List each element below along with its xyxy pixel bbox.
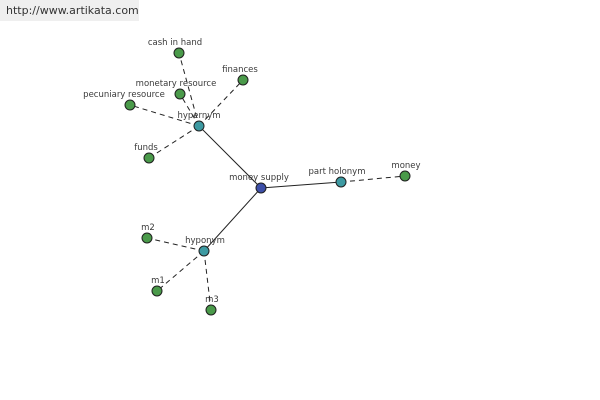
- site-url-link[interactable]: http://www.artikata.com: [6, 4, 139, 17]
- node-label-monetary-resource: monetary resource: [136, 79, 217, 89]
- node-label-m2: m2: [141, 223, 155, 233]
- labels-layer: money supply hypernym hyponym part holonym c…: [83, 38, 420, 305]
- edge-part-holonym-to-money: [340, 175, 406, 183]
- node-label-hyponym: hyponym: [185, 236, 225, 246]
- node-label-money-supply: money supply: [229, 173, 289, 183]
- node-funds[interactable]: [143, 152, 155, 164]
- node-finances[interactable]: [237, 74, 249, 86]
- nodes-layer: [124, 47, 411, 316]
- node-label-finances: finances: [222, 65, 258, 75]
- edge-hyponym-to-m1: [156, 250, 205, 292]
- edge-hypernym-to-funds: [148, 125, 200, 159]
- edge-hypernym-to-monetary-resource: [179, 93, 200, 127]
- node-cash-in-hand[interactable]: [173, 47, 185, 59]
- edge-hyponym-to-m3: [203, 250, 212, 311]
- edge-hyponym-to-m2: [146, 237, 205, 252]
- edge-money-supply-to-hyponym: [203, 187, 262, 252]
- node-label-pecuniary-resource: pecuniary resource: [83, 90, 165, 100]
- node-label-money: money: [391, 161, 420, 171]
- edge-money-supply-to-hypernym: [198, 125, 262, 189]
- node-money[interactable]: [399, 170, 411, 182]
- node-pecuniary-resource[interactable]: [124, 99, 136, 111]
- node-m1[interactable]: [151, 285, 163, 297]
- node-label-funds: funds: [134, 143, 158, 153]
- node-money-supply[interactable]: [255, 182, 267, 194]
- url-banner: http://www.artikata.com: [0, 0, 139, 21]
- node-hyponym[interactable]: [198, 245, 210, 257]
- edge-hypernym-to-finances: [198, 79, 244, 127]
- node-hypernym[interactable]: [193, 120, 205, 132]
- edges-layer: [129, 52, 406, 311]
- node-m2[interactable]: [141, 232, 153, 244]
- node-label-part-holonym: part holonym: [309, 167, 366, 177]
- edge-money-supply-to-part-holonym: [260, 181, 342, 189]
- node-label-hypernym: hypernym: [177, 111, 220, 121]
- node-label-m1: m1: [151, 276, 165, 286]
- node-label-m3: m3: [205, 295, 219, 305]
- node-m3[interactable]: [205, 304, 217, 316]
- node-label-cash-in-hand: cash in hand: [148, 38, 202, 48]
- node-part-holonym[interactable]: [335, 176, 347, 188]
- edge-hypernym-to-cash-in-hand: [178, 52, 200, 127]
- node-monetary-resource[interactable]: [174, 88, 186, 100]
- edge-hypernym-to-pecuniary-resource: [129, 104, 200, 127]
